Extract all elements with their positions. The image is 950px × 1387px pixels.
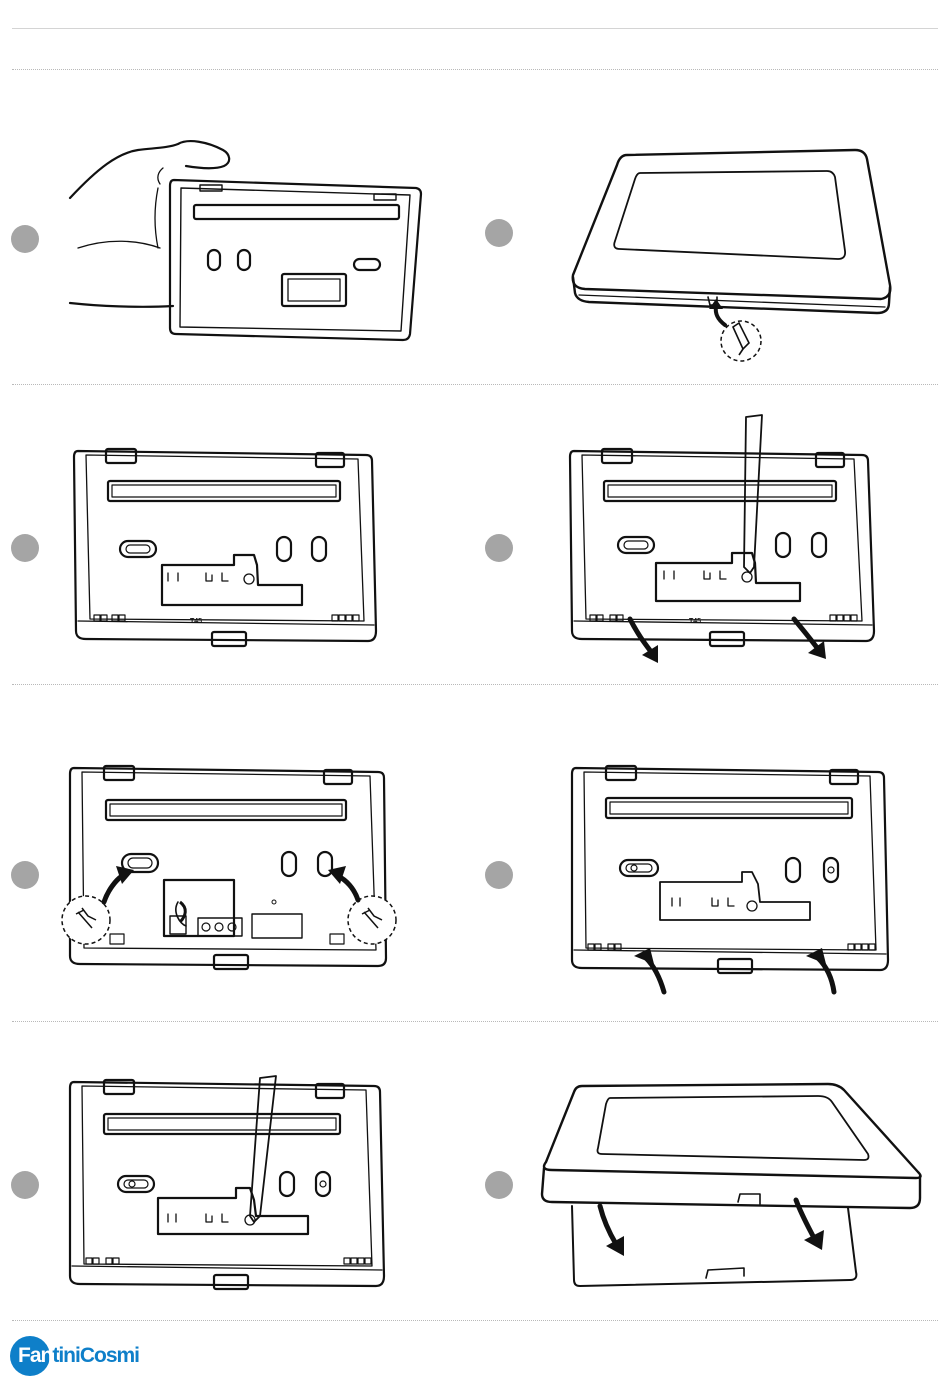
step-4-model-label: T45 — [689, 618, 701, 625]
top-rule — [12, 28, 938, 29]
logo-text-left: Fan — [18, 1344, 52, 1367]
step-7-illustration — [64, 1076, 394, 1291]
step-6-illustration — [566, 762, 896, 997]
brand-logo: FantiniCosmi — [10, 1336, 150, 1380]
step-badge-7 — [11, 1171, 39, 1199]
divider-4 — [12, 1021, 938, 1022]
step-2-illustration — [565, 145, 895, 370]
step-badge-3 — [11, 534, 39, 562]
step-3-model-label: T45 — [190, 618, 202, 625]
step-8-illustration — [538, 1082, 928, 1292]
step-3-illustration: T45 — [72, 445, 382, 650]
step-1-illustration — [68, 128, 428, 348]
step-5-illustration — [60, 762, 400, 977]
divider-1 — [12, 69, 938, 70]
step-badge-4 — [485, 534, 513, 562]
step-badge-6 — [485, 861, 513, 889]
step-4-illustration: T45 — [568, 415, 888, 670]
step-badge-8 — [485, 1171, 513, 1199]
logo-text: FantiniCosmi — [18, 1344, 139, 1368]
divider-3 — [12, 684, 938, 685]
divider-5 — [12, 1320, 938, 1321]
step-badge-1 — [11, 225, 39, 253]
step-badge-2 — [485, 219, 513, 247]
logo-text-right: tiniCosmi — [52, 1344, 139, 1367]
step-badge-5 — [11, 861, 39, 889]
divider-2 — [12, 384, 938, 385]
